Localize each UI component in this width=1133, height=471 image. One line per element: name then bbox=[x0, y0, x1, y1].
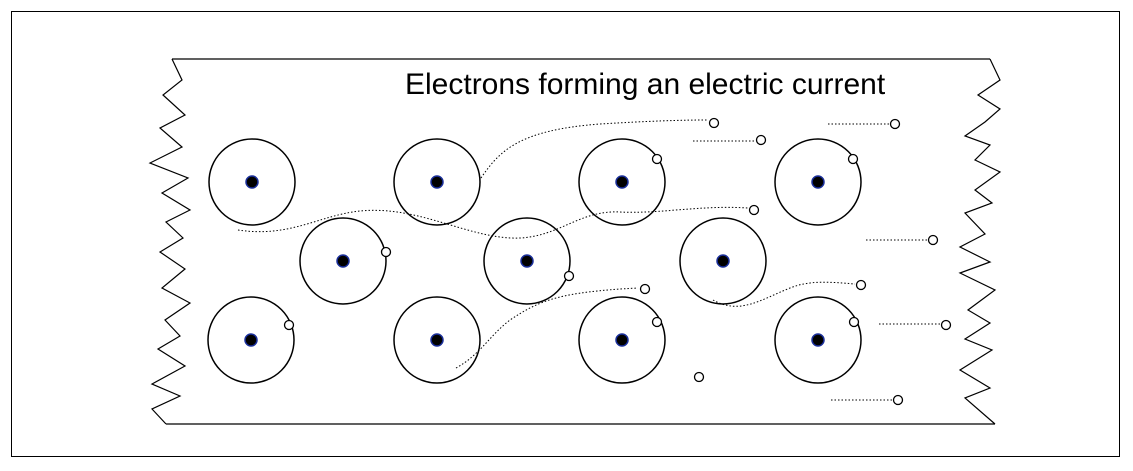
conductor-right-break bbox=[958, 58, 1002, 425]
atom-nucleus bbox=[811, 175, 825, 189]
diagram-title: Electrons forming an electric current bbox=[405, 68, 886, 101]
conductor-wire bbox=[148, 58, 1002, 425]
bound-electron bbox=[847, 153, 859, 165]
atoms bbox=[207, 138, 862, 384]
free-electron bbox=[940, 319, 952, 331]
atom-orbit bbox=[393, 138, 481, 226]
atom-orbit bbox=[393, 296, 481, 384]
bound-electron bbox=[651, 316, 663, 328]
free-electrons bbox=[639, 117, 952, 406]
atom bbox=[774, 138, 862, 226]
free-electron bbox=[708, 117, 720, 129]
conductor-left-break bbox=[148, 58, 192, 425]
free-electron bbox=[748, 204, 760, 216]
atom bbox=[207, 296, 295, 384]
free-electron bbox=[855, 279, 867, 291]
atom-nucleus bbox=[520, 254, 534, 268]
bound-electron bbox=[651, 153, 663, 165]
electron-paths bbox=[237, 119, 940, 401]
atom-orbit bbox=[208, 138, 296, 226]
atom-nucleus bbox=[245, 175, 259, 189]
atom bbox=[578, 138, 666, 226]
atom-nucleus bbox=[336, 254, 350, 268]
free-electron bbox=[927, 234, 939, 246]
atom-nucleus bbox=[811, 333, 825, 347]
atom bbox=[393, 296, 481, 384]
atom-nucleus bbox=[716, 254, 730, 268]
atom-orbit bbox=[299, 217, 387, 305]
free-electron bbox=[639, 283, 651, 295]
atom-orbit bbox=[483, 217, 571, 305]
atom-orbit bbox=[679, 217, 767, 305]
atom-nucleus bbox=[430, 333, 444, 347]
atom bbox=[393, 138, 481, 226]
atom bbox=[208, 138, 296, 226]
free-electron bbox=[755, 134, 767, 146]
atom-nucleus bbox=[430, 175, 444, 189]
free-electron bbox=[693, 371, 705, 383]
electron-path bbox=[712, 281, 856, 307]
free-electron bbox=[889, 118, 901, 130]
atom bbox=[679, 217, 767, 305]
atom-orbit bbox=[774, 138, 862, 226]
atom-orbit bbox=[578, 296, 666, 384]
atom-nucleus bbox=[244, 333, 258, 347]
atom bbox=[578, 296, 666, 384]
electron-path bbox=[237, 206, 749, 239]
bound-electron bbox=[283, 319, 295, 331]
atom bbox=[774, 296, 862, 384]
atom-nucleus bbox=[615, 333, 629, 347]
atom-orbit bbox=[774, 296, 862, 384]
bound-electron bbox=[848, 316, 860, 328]
electron-path bbox=[455, 287, 639, 369]
bound-electron bbox=[380, 246, 392, 258]
atom bbox=[483, 217, 575, 305]
atom-orbit bbox=[578, 138, 666, 226]
bound-electron bbox=[563, 270, 575, 282]
free-electron bbox=[892, 394, 904, 406]
diagram-frame bbox=[11, 11, 1120, 457]
atom bbox=[299, 217, 392, 305]
atom-orbit bbox=[207, 296, 295, 384]
atom-nucleus bbox=[615, 175, 629, 189]
electron-path bbox=[480, 119, 709, 179]
